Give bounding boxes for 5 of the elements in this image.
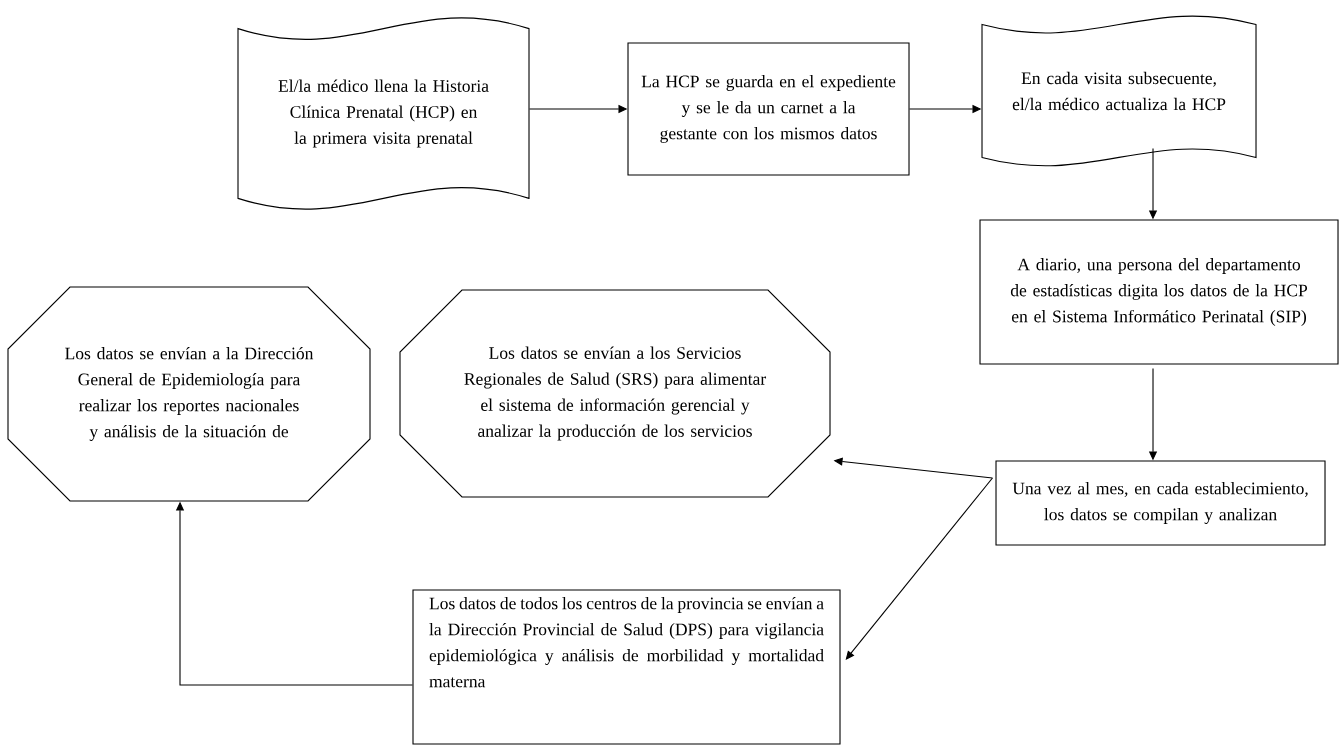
process-box: La HCP se guarda en el expediente y se le da un carnet a la gestante con los mismos datos	[627, 42, 910, 176]
process-box: Una vez al mes, en cada establecimiento, los datos se compilan y analizan	[995, 460, 1326, 546]
arrow	[845, 477, 993, 660]
process-box: Los datos de todos los centros de la provincia se envían a la Dirección Provincial de Salud (DPS) para vigilancia epidemiológica y análisis de morbilidad y mortalidad materna	[412, 589, 841, 745]
process-box: A diario, una persona del departamento de estadísticas digita los datos de la HCP en el Sistema Informático Perinatal (SIP)	[979, 219, 1339, 365]
